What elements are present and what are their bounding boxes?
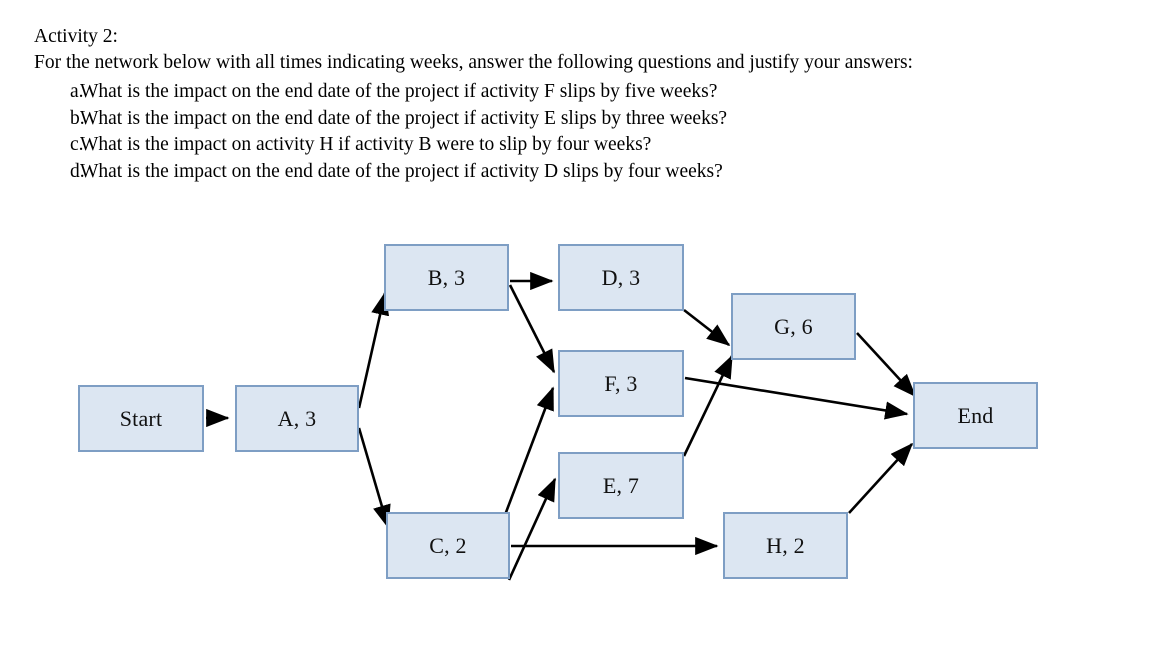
- question-text: What is the impact on the end date of th…: [80, 107, 728, 129]
- node-d[interactable]: D, 3: [558, 244, 684, 311]
- node-b[interactable]: B, 3: [384, 244, 509, 311]
- edge-c-to-f: [503, 386, 555, 516]
- edge-f-to-end: [684, 376, 909, 420]
- node-label: C, 2: [429, 532, 467, 558]
- edge-e-to-g: [682, 354, 734, 457]
- node-label: E, 7: [602, 472, 640, 498]
- edge-h-to-end: [848, 442, 914, 514]
- edge-c-to-e: [507, 477, 557, 581]
- question-item-d: d. What is the impact on the end date of…: [34, 159, 1134, 186]
- question-marker: a.: [70, 81, 84, 102]
- activity-intro: For the network below with all times ind…: [34, 52, 913, 73]
- node-a[interactable]: A, 3: [235, 385, 359, 452]
- node-label: D, 3: [601, 264, 641, 290]
- activity-title: Activity 2:: [34, 26, 118, 47]
- node-start[interactable]: Start: [78, 385, 204, 452]
- question-text: What is the impact on the end date of th…: [80, 81, 718, 102]
- node-g[interactable]: G, 6: [731, 293, 856, 360]
- node-end[interactable]: End: [913, 382, 1038, 449]
- node-label: A, 3: [277, 405, 317, 431]
- node-label: End: [957, 402, 994, 428]
- edge-b-to-f: [508, 284, 556, 374]
- edge-g-to-end: [856, 332, 917, 398]
- question-item-a: a. What is the impact on the end date of…: [34, 79, 1134, 106]
- questions-list: a. What is the impact on the end date of…: [34, 79, 1134, 185]
- node-label: F, 3: [604, 370, 638, 396]
- node-label: G, 6: [774, 313, 813, 339]
- edge-a-to-c: [357, 427, 391, 529]
- edge-d-to-g: [683, 308, 731, 347]
- node-label: B, 3: [427, 264, 466, 290]
- question-item-c: c. What is the impact on activity H if a…: [34, 132, 1134, 159]
- node-h[interactable]: H, 2: [723, 512, 848, 579]
- question-text: What is the impact on activity H if acti…: [80, 134, 652, 155]
- question-item-b: b. What is the impact on the end date of…: [34, 106, 1134, 133]
- question-marker: d.: [70, 160, 85, 182]
- node-f[interactable]: F, 3: [558, 350, 684, 417]
- node-label: H, 2: [766, 532, 805, 558]
- question-marker: c.: [70, 134, 84, 155]
- question-text: What is the impact on the end date of th…: [80, 160, 723, 182]
- node-label: Start: [119, 405, 163, 431]
- question-marker: b.: [70, 107, 85, 129]
- node-c[interactable]: C, 2: [386, 512, 510, 579]
- edge-a-to-b: [357, 291, 390, 409]
- node-e[interactable]: E, 7: [558, 452, 684, 519]
- activity-text-block: Activity 2: For the network below with a…: [34, 24, 1134, 185]
